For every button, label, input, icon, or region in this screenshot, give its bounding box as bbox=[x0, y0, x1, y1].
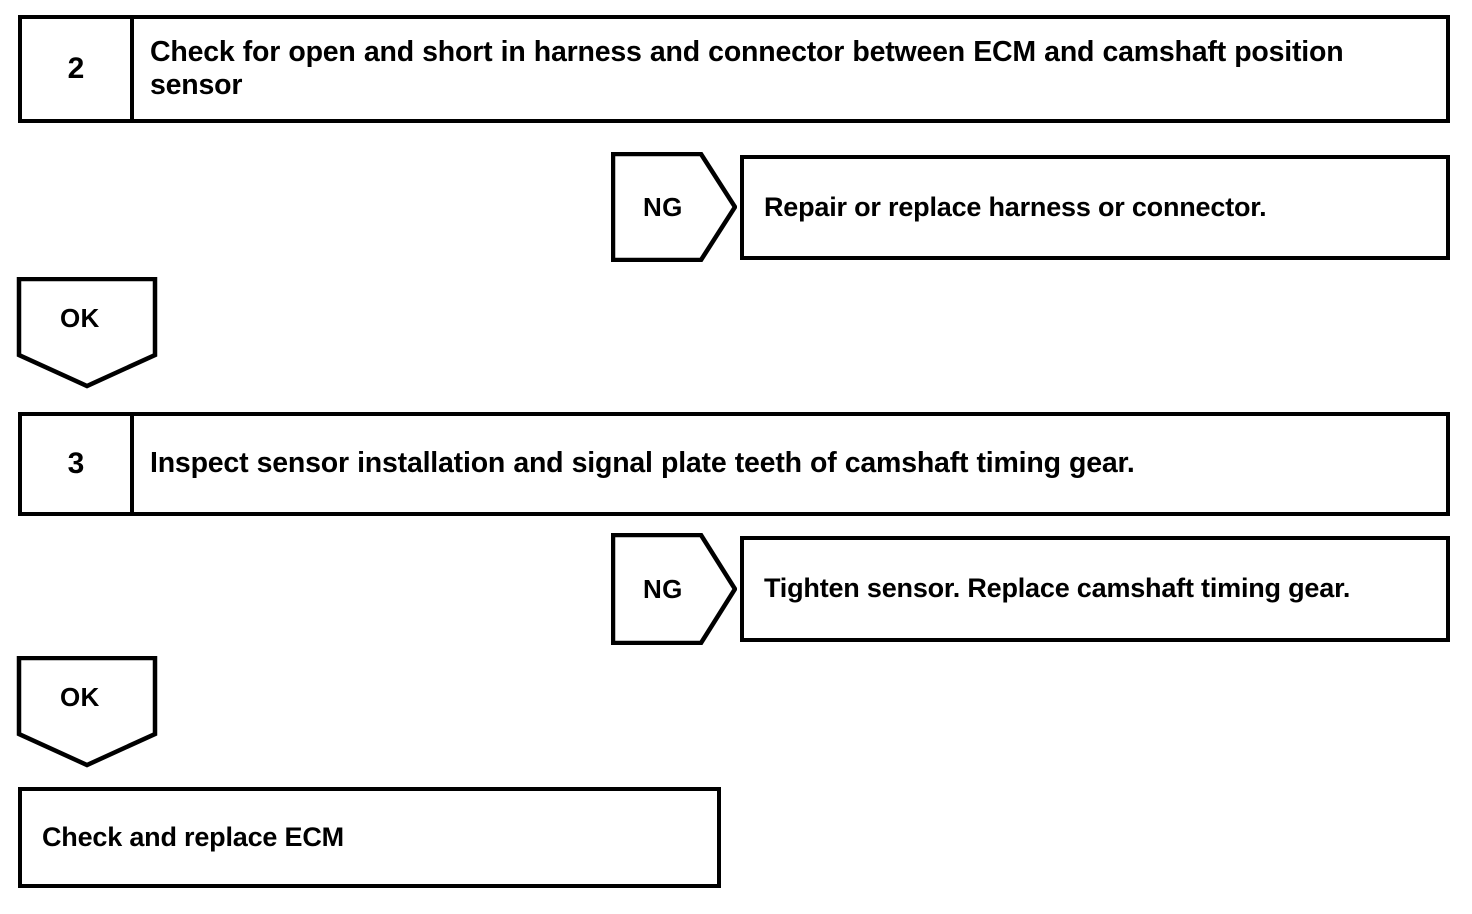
ok-arrow-shape-1 bbox=[16, 277, 158, 389]
ng-arrow-label-2: NG bbox=[643, 574, 683, 604]
ng-result-box-2: Tighten sensor. Replace camshaft timing … bbox=[740, 536, 1450, 642]
ok-arrow-label-1: OK bbox=[60, 303, 100, 333]
ng-arrow-1: NG bbox=[611, 152, 737, 262]
step-text-cell-3: Inspect sensor installation and signal p… bbox=[134, 416, 1446, 512]
step-box-2: 2 Check for open and short in harness an… bbox=[18, 15, 1450, 123]
step-number-cell-2: 2 bbox=[22, 19, 134, 119]
final-action-box: Check and replace ECM bbox=[18, 787, 721, 888]
ng-result-text-2: Tighten sensor. Replace camshaft timing … bbox=[764, 573, 1351, 604]
ng-result-text-1: Repair or replace harness or connector. bbox=[764, 191, 1267, 222]
ok-arrow-2: OK bbox=[16, 656, 158, 768]
step-text-cell-2: Check for open and short in harness and … bbox=[134, 19, 1446, 119]
step-box-3: 3 Inspect sensor installation and signal… bbox=[18, 412, 1450, 516]
ok-arrow-1: OK bbox=[16, 277, 158, 389]
step-number-2: 2 bbox=[67, 52, 85, 85]
final-action-text: Check and replace ECM bbox=[42, 821, 344, 852]
ng-result-box-1: Repair or replace harness or connector. bbox=[740, 155, 1450, 260]
ng-arrow-shape-1 bbox=[611, 152, 737, 262]
ok-arrow-shape-2 bbox=[16, 656, 158, 768]
ng-arrow-label-1: NG bbox=[643, 192, 683, 222]
step-description-3: Inspect sensor installation and signal p… bbox=[150, 447, 1135, 480]
ok-arrow-label-2: OK bbox=[60, 682, 100, 712]
step-number-3: 3 bbox=[67, 447, 85, 480]
ng-arrow-shape-2 bbox=[611, 533, 737, 645]
step-number-cell-3: 3 bbox=[22, 416, 134, 512]
ng-arrow-2: NG bbox=[611, 533, 737, 645]
step-description-2: Check for open and short in harness and … bbox=[150, 35, 1344, 101]
